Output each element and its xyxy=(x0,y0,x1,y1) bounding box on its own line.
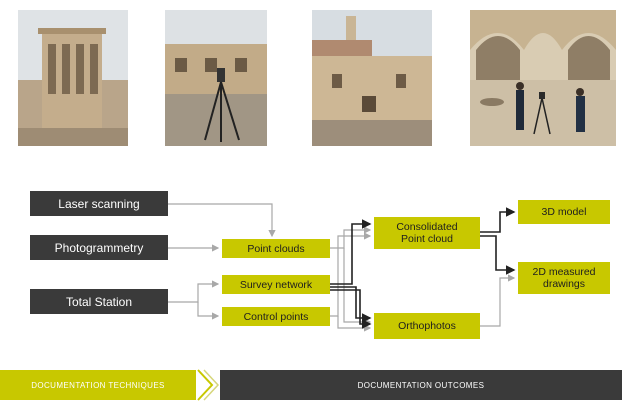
footer-outcomes-label: DOCUMENTATION OUTCOMES xyxy=(357,380,485,390)
footer-outcomes-banner: DOCUMENTATION OUTCOMES xyxy=(220,370,622,400)
photo-laser-scanner xyxy=(165,10,267,146)
edge-controlpoints-to-consolidated xyxy=(330,232,372,317)
node-orthophotos-label: Orthophotos xyxy=(398,320,456,332)
node-2d-drawings-label: 2D measured drawings xyxy=(532,266,596,290)
edge-surveynetwork-to-orthophotos-2 xyxy=(330,289,372,329)
edge-pointclouds-to-consolidated xyxy=(330,226,372,249)
photo-surveyors xyxy=(470,10,616,146)
node-laser-scanning-label: Laser scanning xyxy=(58,196,140,211)
node-point-clouds: Point clouds xyxy=(222,239,330,258)
edge-surveynetwork-to-consolidated xyxy=(330,219,372,285)
footer-techniques-label: DOCUMENTATION TECHNIQUES xyxy=(31,380,165,390)
footer-techniques-banner: DOCUMENTATION TECHNIQUES xyxy=(0,370,196,400)
node-survey-network-label: Survey network xyxy=(239,278,313,291)
chevron-right-icon xyxy=(197,369,220,401)
edge-orthophotos-to-2d xyxy=(480,274,516,327)
edge-laser-to-pointclouds xyxy=(168,203,276,238)
edge-consolidated-to-3d xyxy=(480,207,516,233)
node-consolidated-point-cloud: Consolidated Point cloud xyxy=(374,217,480,249)
node-consolidated-point-cloud-label: Consolidated Point cloud xyxy=(396,221,458,245)
edge-totalstation-to-surveynetwork xyxy=(168,280,220,303)
node-control-points-label: Control points xyxy=(243,310,309,323)
node-3d-model: 3D model xyxy=(518,200,610,224)
node-total-station-label: Total Station xyxy=(65,294,133,309)
node-photogrammetry-label: Photogrammetry xyxy=(54,240,144,255)
node-2d-drawings: 2D measured drawings xyxy=(518,262,610,294)
edge-totalstation-to-controlpoints xyxy=(197,302,220,320)
node-photogrammetry: Photogrammetry xyxy=(30,235,168,260)
node-laser-scanning: Laser scanning xyxy=(30,191,168,216)
node-control-points: Control points xyxy=(222,307,330,326)
photo-wind-tower xyxy=(18,10,128,146)
edge-surveynetwork-to-orthophotos xyxy=(330,286,372,323)
node-survey-network: Survey network xyxy=(222,275,330,294)
node-point-clouds-label: Point clouds xyxy=(247,242,305,255)
node-orthophotos: Orthophotos xyxy=(374,313,480,339)
node-3d-model-label: 3D model xyxy=(541,206,587,218)
edge-consolidated-to-2d xyxy=(480,235,516,275)
edge-pointclouds-to-orthophotos xyxy=(343,248,372,326)
node-total-station: Total Station xyxy=(30,289,168,314)
photo-minaret xyxy=(312,10,432,146)
edge-controlpoints-to-orthophotos xyxy=(337,316,372,332)
